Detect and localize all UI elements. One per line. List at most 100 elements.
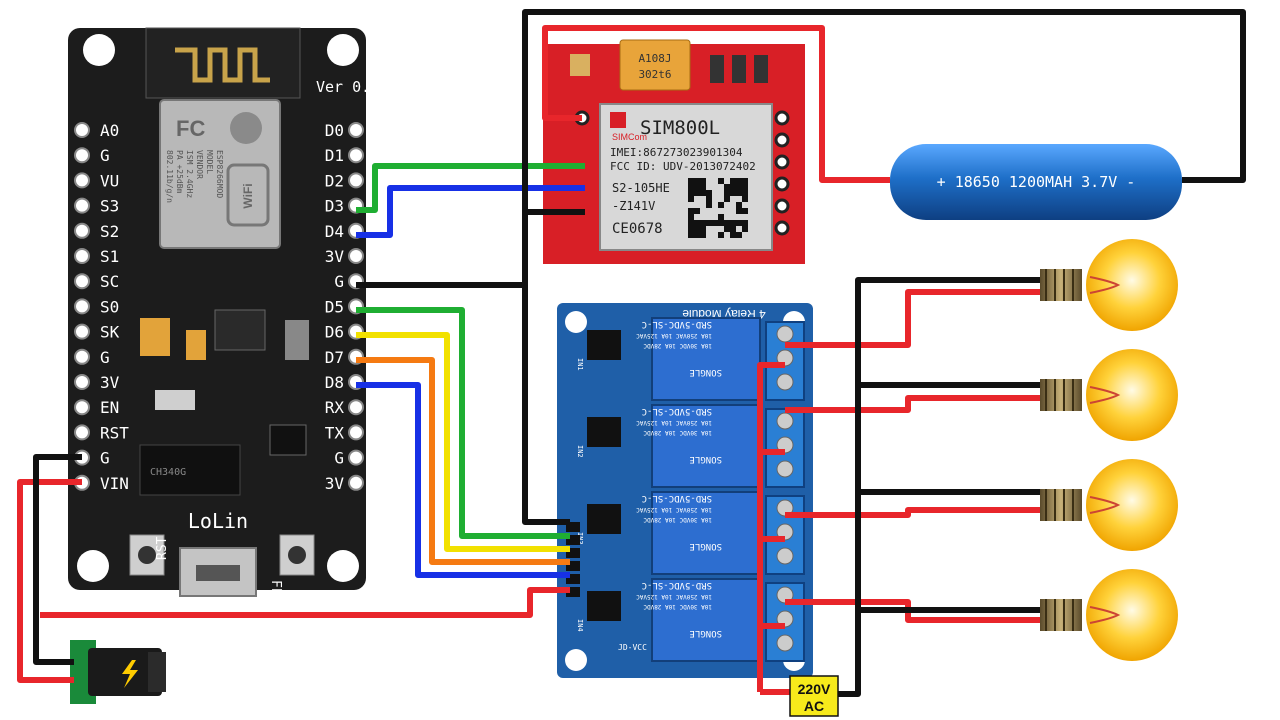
relay-model: SRD-5VDC-SL-C — [642, 580, 712, 590]
tantalum-cap — [140, 318, 170, 356]
relay-input-header — [566, 522, 580, 597]
ac-source-label: 220V AC — [789, 675, 839, 717]
qr-cell — [742, 184, 748, 190]
qr-cell — [700, 232, 706, 238]
module-text: ISM 2.4GHz — [185, 150, 194, 198]
qr-cell — [688, 220, 694, 226]
ce-mark: CE0678 — [612, 221, 663, 237]
qr-cell — [700, 190, 706, 196]
qr-cell — [736, 232, 742, 238]
wires — [17, 9, 1246, 697]
left-pin-hole — [74, 172, 90, 189]
imei-text: IMEI:867273023901304 — [610, 146, 743, 159]
qr-cell — [718, 220, 724, 226]
bulb-filament — [1089, 496, 1121, 514]
wire — [356, 382, 570, 578]
jd-vcc-label: JD-VCC — [618, 643, 647, 652]
relay-spec: 10A 250VAC 10A 125VAC — [636, 419, 712, 426]
bulb-glass — [1086, 459, 1178, 551]
relay-body — [651, 578, 761, 662]
right-pin-label: D8 — [325, 373, 344, 392]
wire — [785, 395, 1040, 413]
qr-cell — [700, 220, 706, 226]
flash-button[interactable] — [279, 534, 315, 576]
wire — [785, 507, 1040, 518]
qr-cell — [730, 184, 736, 190]
relay-body — [651, 404, 761, 488]
right-pin-label: D4 — [325, 222, 344, 241]
optocoupler — [587, 504, 621, 534]
right-pin-label: D6 — [325, 323, 344, 342]
qr-cell — [688, 208, 694, 214]
right-pin-label: TX — [325, 423, 345, 442]
bulbs — [1040, 239, 1178, 661]
wire — [785, 289, 1040, 348]
mount-hole — [327, 34, 359, 66]
left-pin-hole — [74, 424, 90, 441]
relay-input-label: IN4 — [576, 619, 584, 632]
tantalum-cap — [186, 330, 206, 360]
left-pin-label: SK — [100, 323, 120, 342]
rst-button[interactable] — [129, 534, 165, 576]
right-pin-hole — [348, 424, 364, 441]
relay-channels: SRD-5VDC-SL-C 10A 250VAC 10A 125VAC 10A 30… — [576, 317, 761, 662]
mount-hole — [83, 34, 115, 66]
right-pin-label: G — [334, 272, 344, 291]
input-pin — [566, 574, 580, 584]
relay-brand: SONGLE — [689, 454, 722, 464]
relay-spec: 10A 30VDC 10A 28VDC — [643, 429, 712, 436]
bulb-filament — [1089, 276, 1121, 294]
right-pin-hole — [348, 248, 364, 264]
wire — [542, 25, 890, 183]
qr-cell — [736, 208, 742, 214]
left-pin-hole — [74, 298, 90, 315]
qr-cell — [736, 202, 742, 208]
brand-label: LoLin — [188, 509, 248, 533]
sim800l-module: A108J 302t6 SIMCom SIM800L IMEI:86727302… — [543, 39, 805, 264]
fcc-mark: FC — [176, 116, 205, 141]
version-label: Ver 0. — [316, 78, 370, 96]
input-pin — [566, 561, 580, 571]
right-pin-label: D1 — [325, 146, 344, 165]
fcc-text: FCC ID: UDV-2013072402 — [610, 160, 756, 173]
light-bulb — [1040, 569, 1178, 661]
terminal-screw — [776, 373, 794, 391]
relay-spec: 10A 30VDC 10A 28VDC — [643, 516, 712, 523]
qr-cell — [706, 220, 712, 226]
qr-cell — [730, 232, 736, 238]
qr-cell — [700, 226, 706, 232]
flash-label: FLASH — [268, 580, 283, 619]
right-pin-label: D0 — [325, 121, 344, 140]
relay-spec: 10A 30VDC 10A 28VDC — [643, 603, 712, 610]
terminal-screw — [776, 547, 794, 565]
qr-cell — [688, 190, 694, 196]
qr-cell — [730, 226, 736, 232]
qr-code — [688, 178, 748, 238]
regulator — [214, 309, 266, 351]
left-pin-label: G — [100, 449, 110, 468]
qr-cell — [724, 196, 730, 202]
relay-spec: 10A 250VAC 10A 125VAC — [636, 506, 712, 513]
qr-cell — [730, 220, 736, 226]
input-pin — [566, 587, 580, 597]
qr-cell — [730, 178, 736, 184]
cap-label-2: 302t6 — [638, 68, 671, 81]
qr-cell — [700, 184, 706, 190]
module-text: MODEL — [205, 150, 214, 174]
terminal-screw — [776, 634, 794, 652]
left-pin-label: G — [100, 348, 110, 367]
left-pin-hole — [74, 197, 90, 214]
bulb-glass — [1086, 349, 1178, 441]
left-pin-hole — [74, 348, 90, 365]
simcom-brand: SIMCom — [612, 132, 647, 142]
left-pin-hole — [74, 273, 90, 290]
cap-label-1: A108J — [638, 52, 671, 65]
esp8266-module: FC WiFi MODEL VENDOR ISM 2.4GHz PA +25dB… — [159, 99, 281, 249]
usb-serial-ic — [139, 444, 241, 496]
module-text: PA +25dBm — [175, 150, 184, 194]
left-pin-label: A0 — [100, 121, 119, 140]
right-pin-hole — [348, 399, 364, 416]
right-pin-label: D5 — [325, 297, 344, 316]
